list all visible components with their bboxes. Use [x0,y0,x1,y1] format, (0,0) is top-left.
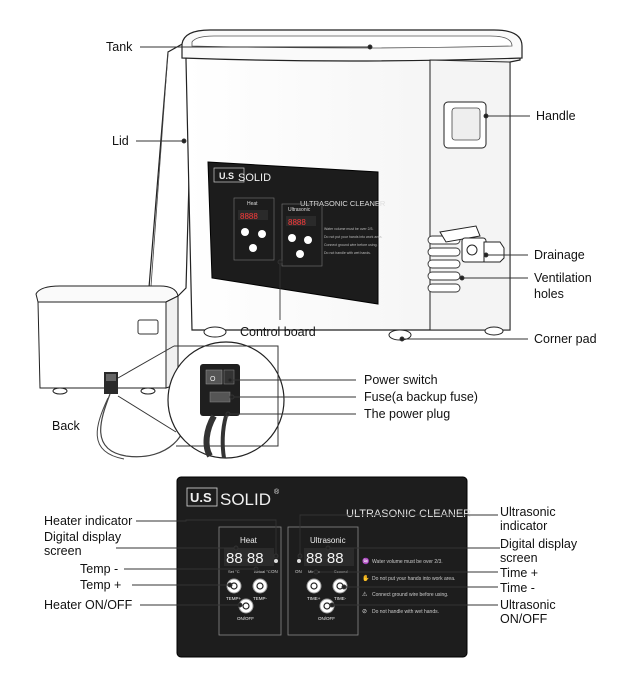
warning-2: Do not put your hands into work area. [372,576,455,582]
svg-text:✋: ✋ [362,574,369,582]
ultrasonic-title: Ultrasonic [310,536,346,545]
label-digital-display-right-1: Digital display [500,537,578,551]
svg-text:Connect ground wire before usi: Connect ground wire before using. [324,243,378,247]
label-tank: Tank [106,40,133,54]
time-minus-button [332,578,348,594]
label-heater-onoff: Heater ON/OFF [44,598,133,612]
label-digital-display-left-2: screen [44,544,82,558]
label-time-plus: Time + [500,566,539,580]
warning-1: Water volume must be over 2/3. [372,559,443,565]
svg-text:ULTRASONIC CLEANER: ULTRASONIC CLEANER [300,199,386,208]
time-plus-label: TIME+ [307,596,321,601]
svg-text:Ultrasonic: Ultrasonic [288,207,311,213]
ultrasonic-digits: 88 88 [306,550,344,567]
label-temp-minus: Temp - [80,562,119,576]
svg-text:Water volume must be over 2/3.: Water volume must be over 2/3. [324,227,374,231]
handle [443,101,487,149]
label-handle: Handle [536,109,576,123]
main-unit: U.S SOLID ULTRASONIC CLEANER Heat Ultras… [181,29,523,341]
control-panel-detail: U.S SOLID ® ULTRASONIC CLEANER Heat 88 8… [176,476,471,658]
ultrasonic-section [287,526,359,636]
heat-section [218,526,282,636]
corner-pad-left [203,326,227,338]
label-temp-plus: Temp + [80,578,122,592]
panel-brand-us: U.S [190,490,212,505]
heat-actual-label: Actual °C [254,569,271,574]
label-power-switch: Power switch [364,373,438,387]
ultrasonic-indicator-led [297,559,301,563]
heat-digits: 88 88 [226,550,264,567]
front-control-board: U.S SOLID ULTRASONIC CLEANER Heat Ultras… [207,161,386,305]
svg-text:Do not put your hands into wor: Do not put your hands into work area. [324,235,382,239]
second-label: Second [334,569,348,574]
zoom-detail: O [117,341,285,459]
label-digital-display-right-2: screen [500,551,538,565]
panel-brand-reg: ® [274,488,280,496]
svg-text:⚠: ⚠ [362,591,368,598]
ultrasonic-display [304,548,354,566]
svg-text:♒: ♒ [362,557,370,565]
label-lid: Lid [112,134,129,148]
drainage-valve [439,225,505,263]
label-time-minus: Time - [500,581,535,595]
heat-set-label: Set °C [228,569,240,574]
label-digital-display-left-1: Digital display [44,530,122,544]
svg-text:⊘: ⊘ [362,609,367,615]
heater-indicator-led [274,559,278,563]
label-drainage: Drainage [534,248,585,262]
svg-text:Heat: Heat [247,201,258,207]
svg-text:SOLID: SOLID [238,172,271,184]
ventilation-holes [427,235,461,293]
svg-text:8888: 8888 [240,212,258,221]
label-control-board: Control board [240,325,316,339]
svg-text:U.S: U.S [219,171,234,181]
label-corner-pad: Corner pad [534,332,597,346]
warning-3: Connect ground wire before using. [372,592,448,598]
svg-text:8888: 8888 [288,218,306,227]
label-ultrasonic-indicator-2: indicator [500,519,548,533]
label-ventilation-2: holes [534,287,564,301]
svg-text:Do not handle with wet hands.: Do not handle with wet hands. [324,251,371,255]
heater-onoff-label: ON/OFF [237,616,254,621]
label-ultrasonic-onoff-1: Ultrasonic [500,598,556,612]
label-ventilation-1: Ventilation [534,271,592,285]
label-back: Back [52,419,80,433]
temp-plus-label: TEMP+ [226,596,242,601]
heat-display [224,548,274,566]
leader-lines [116,44,530,608]
label-heater-indicator: Heater indicator [44,514,133,528]
heat-title: Heat [240,536,258,545]
time-plus-button [306,578,322,594]
temp-minus-button [252,578,268,594]
time-minus-label: TIME- [334,596,347,601]
panel-product-title: ULTRASONIC CLEANER [346,508,471,520]
temp-minus-label: TEMP- [253,596,268,601]
svg-text:O: O [210,376,216,383]
panel-brand-solid: SOLID [220,490,271,509]
temp-plus-button [226,578,242,594]
label-ultrasonic-indicator-1: Ultrasonic [500,505,556,519]
ultrasonic-onoff-label: ON/OFF [318,616,335,621]
heater-on-label: ON [271,569,278,574]
label-fuse: Fuse(a backup fuse) [364,390,478,404]
ultrasonic-on-label: ON [295,569,302,574]
warning-4: Do not handle with wet hands. [372,609,439,615]
label-ultrasonic-onoff-2: ON/OFF [500,612,548,626]
back-unit [35,285,185,460]
label-power-plug: The power plug [364,407,451,421]
